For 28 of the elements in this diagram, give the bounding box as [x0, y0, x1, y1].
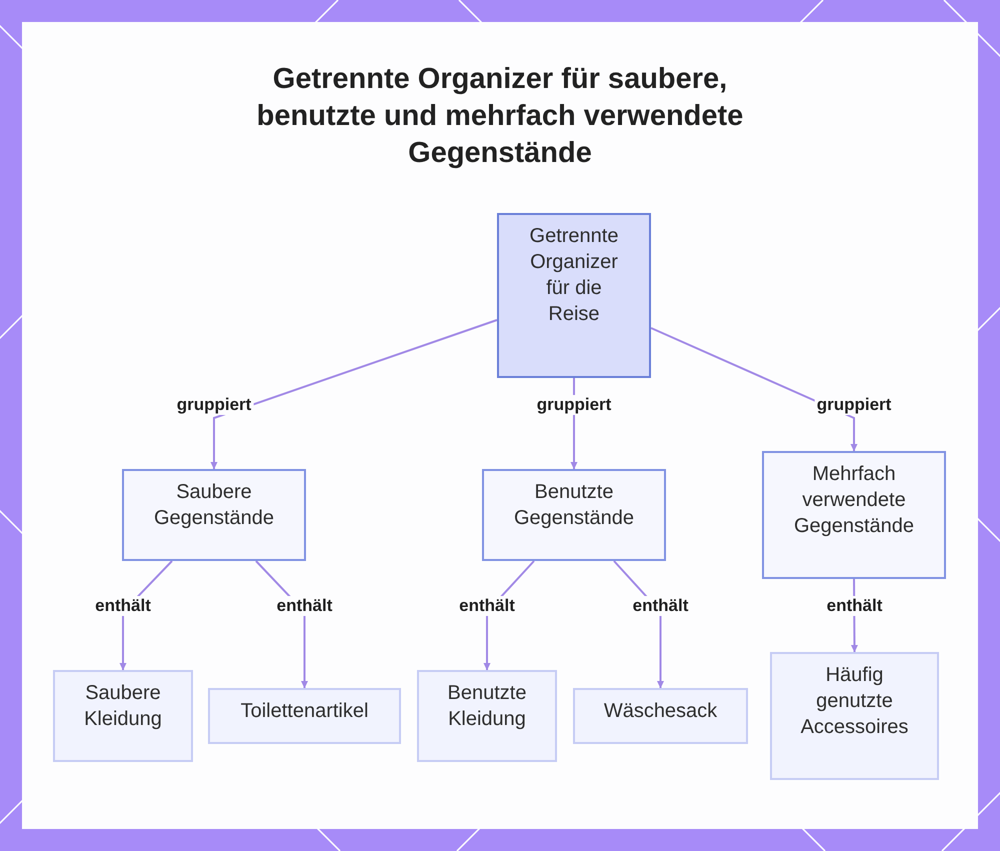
edge-label: enthält: [824, 596, 884, 616]
edge-label: gruppiert: [534, 395, 614, 415]
box-text: Benutzte Kleidung: [446, 681, 528, 732]
edge-label: gruppiert: [814, 395, 894, 415]
box-text: Benutzte Gegenstände: [512, 480, 636, 531]
box-text: Wäschesack: [604, 699, 718, 724]
group-box: [762, 451, 946, 579]
group-box: [482, 469, 666, 561]
box-text: Mehrfach verwendete Gegenstände: [792, 462, 916, 539]
item-box: [770, 652, 939, 780]
edge-label: enthält: [457, 596, 517, 616]
box-text: Saubere Kleidung: [83, 681, 163, 732]
edge-label: enthält: [630, 596, 690, 616]
box-text: Saubere Gegenstände: [152, 480, 276, 531]
edge-label: enthält: [274, 596, 334, 616]
box-text: Getrennte Organizer für die Reise: [528, 224, 620, 327]
item-box: [208, 688, 401, 744]
edge-label: enthält: [93, 596, 153, 616]
item-box: [573, 688, 748, 744]
item-box: [53, 670, 193, 762]
connector-arrow: [210, 319, 498, 470]
group-box: [122, 469, 306, 561]
diagram-title: Getrennte Organizer für saubere, benutzte und mehrfach verwendete Gegenstände: [256, 62, 744, 171]
box-text: Häufig genutzte Accessoires: [800, 663, 910, 740]
topic-box: [497, 213, 651, 378]
box-text: Toilettenartikel: [240, 699, 368, 724]
edge-label: gruppiert: [174, 395, 254, 415]
item-box: [417, 670, 557, 762]
